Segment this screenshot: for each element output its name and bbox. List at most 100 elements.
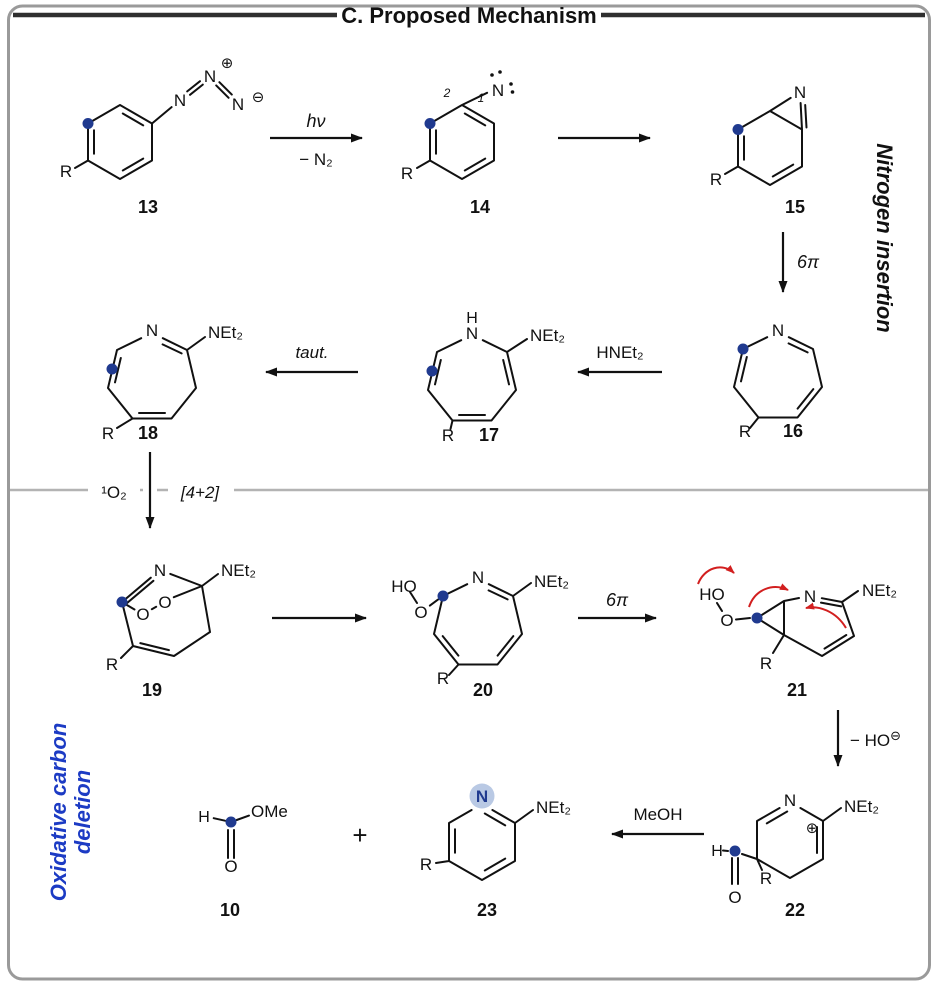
- reagent-label-6pi-1: 6π: [797, 252, 820, 272]
- c17-ring-n-label: N: [466, 324, 478, 343]
- c19-net2-label: NEt₂: [221, 561, 256, 580]
- page-title: C. Proposed Mechanism: [341, 3, 597, 28]
- panel-border: [7, 4, 931, 981]
- c17-skeleton: [427, 338, 528, 430]
- c16-ring-n-label: N: [772, 321, 784, 340]
- reagent-label-meoh: MeOH: [633, 805, 682, 824]
- c20-number: 20: [473, 680, 493, 700]
- reagent-label-4plus2: [4+2]: [180, 483, 221, 502]
- minus-ho-text: − HO: [850, 731, 890, 750]
- compound-15-benzazirine: N R 15: [710, 83, 808, 217]
- step-photolysis: hν − N₂: [270, 111, 363, 169]
- c19-number: 19: [142, 680, 162, 700]
- c17-number: 17: [479, 425, 499, 445]
- c15-tracker-dot: [732, 124, 744, 135]
- c19-ring-n-label: N: [154, 561, 166, 580]
- compound-20-hydroperoxy-azepine: N HO O NEt₂ R 20: [391, 568, 569, 700]
- c14-position-1-label: 1: [478, 91, 485, 105]
- c21-tracker-dot: [751, 612, 763, 624]
- compound-10-methyl-formate: H OMe O 10: [198, 802, 288, 920]
- reagent-label-singlet-o2: ¹O₂: [101, 483, 126, 502]
- c21-ring-n-label: N: [804, 587, 816, 606]
- c20-net2-label: NEt₂: [534, 572, 569, 591]
- c10-number: 10: [220, 900, 240, 920]
- c14-nitrene-n-label: N: [492, 81, 504, 100]
- c21-number: 21: [787, 680, 807, 700]
- compound-13-aryl-azide: N N N ⊕ ⊖ R 13: [60, 55, 264, 217]
- c18-ring-n-label: N: [146, 321, 158, 340]
- c22-ring-n-label: N: [784, 791, 796, 810]
- reagent-label-6pi-2: 6π: [606, 590, 629, 610]
- c21-o-label: O: [720, 611, 733, 630]
- c14-skeleton: [416, 91, 495, 180]
- c20-o-label: O: [414, 603, 427, 622]
- compound-16-cyclic-ketenimine: N R 16: [733, 321, 823, 441]
- c13-tracker-dot: [82, 118, 94, 129]
- c10-skeleton: [212, 814, 250, 859]
- compound-19-endoperoxide: N O O NEt₂ R 19: [106, 561, 256, 700]
- section-label-oxidative-deletion: Oxidative carbon deletion: [46, 723, 95, 902]
- label-backing-right: [168, 480, 234, 502]
- c14-number: 14: [470, 197, 490, 217]
- compound-14-nitrene: N 2 1 R 14: [401, 70, 515, 217]
- c22-ring-plus-charge: ⊕: [806, 820, 819, 837]
- c18-r-group-label: R: [102, 424, 114, 443]
- c16-number: 16: [783, 421, 803, 441]
- c10-tracker-dot: [225, 816, 237, 828]
- c14-lone-pair-dots: [490, 70, 515, 94]
- c13-azide-n1-label: N: [174, 91, 186, 110]
- panel-title: C. Proposed Mechanism: [13, 3, 925, 28]
- right-section-label: Nitrogen insertion: [872, 143, 897, 332]
- step-tautomerization: taut.: [265, 343, 358, 377]
- c16-skeleton: [733, 336, 823, 429]
- c23-ring-n-label: N: [476, 787, 488, 806]
- reagent-label-taut: taut.: [295, 343, 328, 362]
- c23-net2-label: NEt₂: [536, 798, 571, 817]
- c15-azirine-n-label: N: [794, 83, 806, 102]
- c19-peroxide-o1-label: O: [136, 605, 149, 624]
- c22-aldehyde-h-label: H: [711, 843, 723, 860]
- step-singlet-oxygen-cycloaddition: ¹O₂ [4+2]: [88, 452, 234, 529]
- c20-r-group-label: R: [437, 669, 449, 688]
- c21-skeleton: [716, 590, 859, 657]
- left-section-label-line1: Oxidative carbon: [46, 723, 71, 902]
- compound-22-acyl-pyridinium: N ⊕ NEt₂ H O R 22: [711, 791, 879, 920]
- reagent-label-hv: hν: [306, 111, 325, 131]
- c17-nh-hydrogen-label: H: [466, 310, 478, 327]
- c22-number: 22: [785, 900, 805, 920]
- c22-tracker-dot: [729, 845, 741, 857]
- c19-tracker-dot: [116, 596, 128, 608]
- c17-tracker-dot: [426, 365, 438, 377]
- c21-electron-arrow-3: [805, 602, 847, 629]
- reagent-label-minus-ho: − HO⊖: [850, 728, 901, 750]
- compound-21-bicyclic-intermediate: HO O N NEt₂ R 21: [697, 565, 897, 700]
- step-6pi-2: 6π: [578, 590, 657, 623]
- c20-ring-n-label: N: [472, 568, 484, 587]
- c23-n-highlight: [469, 783, 495, 809]
- c21-ho-label: HO: [699, 585, 725, 604]
- reagent-label-hnet2: HNEt₂: [596, 343, 643, 362]
- c15-skeleton: [724, 96, 808, 186]
- c10-h-label: H: [198, 809, 210, 826]
- c21-net2-label: NEt₂: [862, 581, 897, 600]
- c13-plus-charge: ⊕: [221, 55, 234, 72]
- c21-r-group-label: R: [760, 654, 772, 673]
- plus-sign: +: [352, 820, 367, 850]
- c18-number: 18: [138, 423, 158, 443]
- step-amine-addition: HNEt₂: [577, 343, 662, 377]
- c19-skeleton: [120, 572, 219, 659]
- c16-r-group-label: R: [739, 422, 751, 441]
- c21-electron-arrow-2: [748, 583, 789, 608]
- c19-r-group-label: R: [106, 655, 118, 674]
- c20-ho-label: HO: [391, 577, 417, 596]
- c17-net2-label: NEt₂: [530, 326, 565, 345]
- c13-azide-n3-label: N: [232, 95, 244, 114]
- c14-r-group-label: R: [401, 164, 413, 183]
- label-backing-left: [88, 480, 140, 502]
- compound-23-aminopyridine: N NEt₂ R 23: [420, 783, 571, 920]
- minus-ho-charge: ⊖: [890, 728, 901, 743]
- c14-position-2-label: 2: [443, 86, 451, 100]
- reagent-label-minus-n2: − N₂: [299, 150, 333, 169]
- c10-carbonyl-o-label: O: [224, 857, 237, 876]
- c13-azide-n2-label: N: [204, 67, 216, 86]
